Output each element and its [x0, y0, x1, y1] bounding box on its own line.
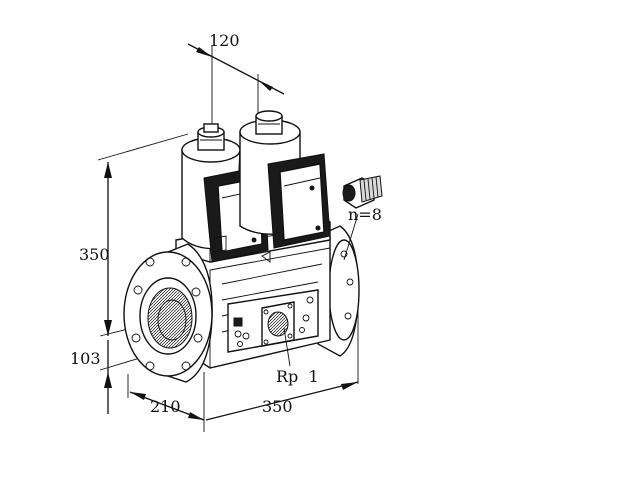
- dimension-top-width: [187, 43, 285, 128]
- callout-cable-glands: n=8: [348, 205, 382, 224]
- dimension-label-depth: 210: [150, 397, 181, 416]
- dimension-label-base-height: 103: [70, 349, 101, 368]
- solenoid-coil-right: [239, 110, 331, 263]
- dimension-label-length: 350: [262, 397, 293, 416]
- dimension-length: [205, 300, 359, 421]
- callout-port-thread: Rp 1: [276, 367, 319, 386]
- port-leader: [283, 327, 291, 367]
- dimension-base-height: [99, 340, 141, 414]
- dimension-depth: [127, 372, 205, 432]
- dimension-label-height: 350: [79, 245, 110, 264]
- cable-gland-icon: [342, 175, 383, 261]
- dimension-label-top-width: 120: [209, 31, 240, 50]
